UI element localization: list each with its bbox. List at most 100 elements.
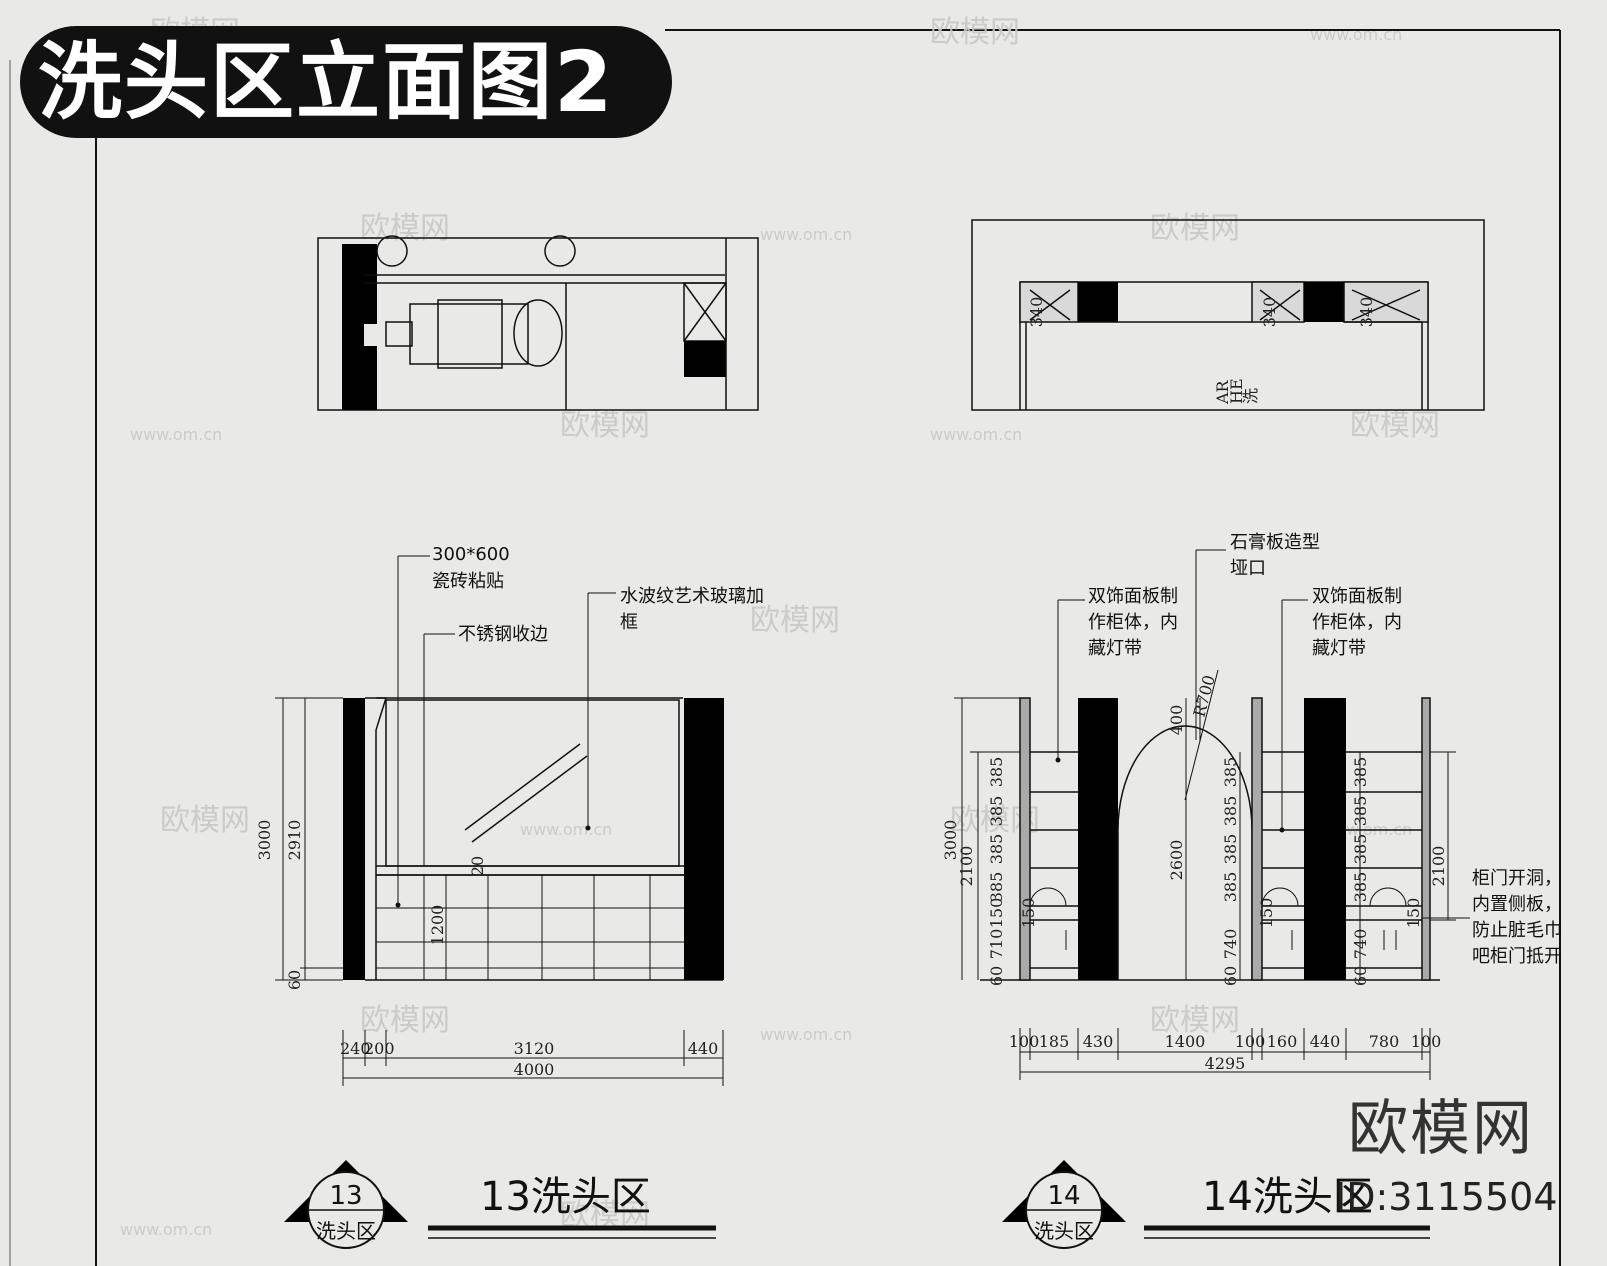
watermark-url: www.om.cn <box>760 225 852 244</box>
plan-14 <box>971 219 1485 411</box>
notes-13: 300*600 瓷砖粘贴 不锈钢收边 水波纹艺术玻璃加 框 <box>432 544 764 645</box>
dim-label: 385 <box>1221 796 1240 827</box>
dim-label: 385 <box>1351 834 1370 865</box>
annotation: 内置侧板， <box>1472 894 1562 915</box>
dim-label: 4000 <box>514 1060 555 1079</box>
dim-label: 1200 <box>428 905 447 946</box>
dim-label: 2100 <box>1429 846 1448 887</box>
watermark-url: www.om.cn <box>760 1025 852 1044</box>
watermark-brand-large: 欧模网 <box>1348 1094 1534 1164</box>
annotation: 藏灯带 <box>1312 638 1366 659</box>
dim-label: 150 <box>1257 898 1276 929</box>
watermark-url: www.om.cn <box>1310 25 1402 44</box>
watermark-url: www.om.cn <box>520 820 612 839</box>
view-marker-14: 14 洗头区 <box>1002 1160 1126 1249</box>
view-area: 洗头区 <box>1034 1219 1094 1243</box>
dim-label: 385 <box>987 872 1006 903</box>
watermark-brand: 欧模网 <box>560 408 650 443</box>
dim-label: 2600 <box>1167 840 1186 881</box>
view-number: 13 <box>329 1181 362 1211</box>
dim-label: 385 <box>1351 872 1370 903</box>
dim-label: 150 <box>987 898 1006 929</box>
annotation: 柜门开洞， <box>1472 868 1562 889</box>
annotation: 垭口 <box>1230 558 1266 579</box>
dim-label: 740 <box>1351 929 1370 960</box>
dim-label: 780 <box>1369 1032 1400 1051</box>
watermark-brand: 欧模网 <box>160 803 250 838</box>
dim-label: 200 <box>364 1039 395 1058</box>
dim-label: 385 <box>1221 834 1240 865</box>
watermark-id: ID:3115504 <box>1335 1175 1558 1219</box>
dim-label: 3000 <box>255 820 274 861</box>
watermark-url: www.om.cn <box>120 1220 212 1239</box>
watermark-brand: 欧模网 <box>1150 211 1240 246</box>
dim-label: 2910 <box>285 820 304 861</box>
dim-label: 3000 <box>941 820 960 861</box>
dims-13: 3000 2910 60 1200 20 240 200 3120 440 40… <box>255 820 718 1079</box>
annotation: 作柜体，内 <box>1088 612 1178 633</box>
plan-text: AR <box>1213 379 1232 405</box>
dim-label: 385 <box>987 757 1006 788</box>
dim-label: 100 <box>1411 1032 1442 1051</box>
plan-dim-label: 340 <box>1357 297 1376 328</box>
dim-label: 20 <box>468 856 487 876</box>
dim-label: 400 <box>1167 705 1186 736</box>
page-title: 洗头区立面图2 <box>38 33 615 131</box>
elevation-13 <box>275 555 724 1086</box>
view-caption: 13洗头区 <box>480 1174 651 1220</box>
dim-label: 385 <box>1351 796 1370 827</box>
annotation: 双饰面板制 <box>1312 586 1402 607</box>
dim-label: 385 <box>1351 757 1370 788</box>
annotation: 瓷砖粘贴 <box>432 571 504 592</box>
watermark-brand: 欧模网 <box>1350 408 1440 443</box>
watermark-brand: 欧模网 <box>930 15 1020 50</box>
plan-text: 洗 <box>1241 388 1260 404</box>
dim-label: 100 <box>1009 1032 1040 1051</box>
dim-label: 100 <box>1235 1032 1266 1051</box>
annotation: 双饰面板制 <box>1088 586 1178 607</box>
watermark-brand: 欧模网 <box>750 603 840 638</box>
view-number: 14 <box>1047 1181 1080 1211</box>
annotation: 水波纹艺术玻璃加 <box>620 586 764 607</box>
watermark-brand: 欧模网 <box>1150 1003 1240 1038</box>
dim-label: 60 <box>1351 966 1370 986</box>
plan-dim-label: 340 <box>1027 297 1046 328</box>
dim-label: 60 <box>285 970 304 990</box>
dim-label: 710 <box>987 929 1006 960</box>
dim-label: 385 <box>1221 872 1240 903</box>
annotation: 吧柜门抵开 <box>1472 946 1562 967</box>
dim-label: 150 <box>1404 898 1423 929</box>
dim-label: 240 <box>340 1039 371 1058</box>
plan-dim-label: 340 <box>1260 297 1279 328</box>
annotation: 石膏板造型 <box>1230 531 1320 553</box>
watermark-url: www.om.cn <box>130 425 222 444</box>
dim-label: 385 <box>1221 757 1240 788</box>
view-area: 洗头区 <box>316 1219 376 1243</box>
dim-label: 160 <box>1267 1032 1298 1051</box>
dim-label: 185 <box>1039 1032 1070 1051</box>
annotation: 防止脏毛巾 <box>1472 920 1562 941</box>
annotation: 框 <box>620 612 638 633</box>
plan-13 <box>317 235 759 411</box>
dims-14: 3000 2100 385 385 385 385 150 710 60 400… <box>941 673 1448 1073</box>
dim-label: 4295 <box>1205 1054 1246 1073</box>
dim-label: 60 <box>1221 966 1240 986</box>
dim-label: 1400 <box>1165 1032 1206 1051</box>
dim-label: 150 <box>1019 898 1038 929</box>
plan-text: HE <box>1227 378 1246 404</box>
notes-14: 石膏板造型 垭口 双饰面板制 作柜体，内 藏灯带 双饰面板制 作柜体，内 藏灯带… <box>1088 531 1562 967</box>
watermark-brand: 欧模网 <box>360 211 450 246</box>
elevation-14 <box>954 549 1470 1080</box>
annotation: 作柜体，内 <box>1312 612 1402 633</box>
dim-label: 430 <box>1083 1032 1114 1051</box>
title-banner <box>20 26 672 138</box>
annotation: 不锈钢收边 <box>458 624 548 645</box>
watermark-url: www.om.cn <box>930 425 1022 444</box>
view-marker-13: 13 洗头区 <box>284 1160 408 1249</box>
dim-label: 60 <box>987 966 1006 986</box>
dim-label: 440 <box>1310 1032 1341 1051</box>
dim-label: 385 <box>987 796 1006 827</box>
dim-label: 2100 <box>957 846 976 887</box>
dim-label: 740 <box>1221 929 1240 960</box>
